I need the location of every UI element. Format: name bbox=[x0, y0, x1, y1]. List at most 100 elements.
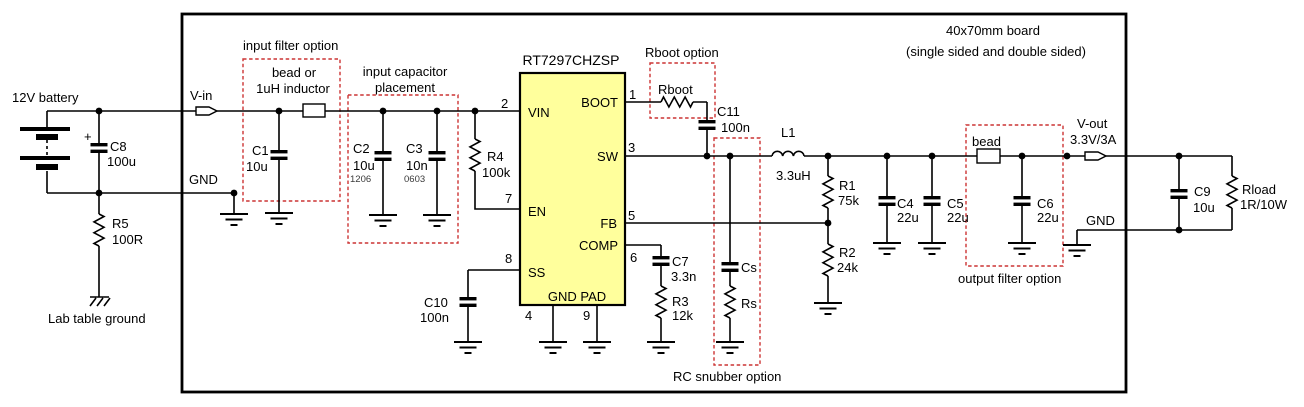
input-filter-option-title: input filter option bbox=[243, 38, 338, 53]
snubber-option-title: RC snubber option bbox=[673, 369, 781, 384]
c3-footprint: 0603 bbox=[404, 174, 425, 185]
c8-value: 100u bbox=[107, 154, 136, 169]
capacitor-c3 bbox=[428, 111, 446, 215]
ground-symbol bbox=[917, 242, 947, 255]
ic-pin8-num: 8 bbox=[505, 251, 512, 266]
capacitor-c4 bbox=[878, 156, 896, 243]
rc-snubber-option-box bbox=[713, 137, 761, 366]
ground-symbol bbox=[368, 214, 398, 227]
ic-pin-fb-label: FB bbox=[600, 216, 617, 231]
rboot-option-box bbox=[649, 62, 716, 119]
lab-ground-symbol bbox=[89, 296, 111, 307]
battery-symbol bbox=[20, 111, 70, 193]
ic-pin5-num: 5 bbox=[628, 208, 635, 223]
r5-ref: R5 bbox=[112, 216, 129, 231]
input-caps-title-2: placement bbox=[375, 80, 435, 95]
output-filter-option-title: output filter option bbox=[958, 271, 1061, 286]
ic-pin7-num: 7 bbox=[505, 191, 512, 206]
vout-port-label: V-out bbox=[1077, 116, 1108, 131]
battery-label: 12V battery bbox=[12, 90, 79, 105]
capacitor-c2 bbox=[374, 111, 392, 215]
ground-symbol bbox=[872, 242, 902, 255]
output-bead-label: bead bbox=[972, 134, 1001, 149]
r1-value: 75k bbox=[838, 193, 859, 208]
board-note-line1: 40x70mm board bbox=[946, 23, 1040, 38]
ic-pin4-num: 4 bbox=[525, 308, 532, 323]
ic-gnd-pad-label: GND PAD bbox=[548, 289, 606, 304]
c5-value: 22u bbox=[947, 210, 969, 225]
ground-symbol bbox=[1062, 244, 1092, 257]
l1-ref: L1 bbox=[781, 125, 795, 140]
c9-ref: C9 bbox=[1194, 184, 1211, 199]
resistor-r2 bbox=[822, 223, 834, 303]
ground-symbol bbox=[264, 212, 294, 225]
ic-rt7297-body bbox=[518, 71, 627, 307]
vin-port-arrow bbox=[195, 106, 219, 116]
c8-polarity: + bbox=[84, 129, 92, 144]
resistor-r1 bbox=[822, 156, 834, 223]
ic-part-number: RT7297CHZSP bbox=[522, 52, 619, 68]
output-bead-symbol bbox=[976, 148, 1001, 164]
ic-pin1-num: 1 bbox=[629, 87, 636, 102]
rs-ref: Rs bbox=[741, 296, 757, 311]
l1-value: 3.3uH bbox=[776, 168, 811, 183]
inductor-l1 bbox=[771, 150, 805, 157]
ground-symbol bbox=[538, 341, 568, 354]
input-capacitor-placement-box bbox=[347, 94, 459, 244]
resistor-r5 bbox=[93, 193, 105, 297]
r3-value: 12k bbox=[672, 308, 693, 323]
rboot-ref: Rboot bbox=[658, 82, 693, 97]
vin-port-label: V-in bbox=[190, 88, 212, 103]
c2-footprint: 1206 bbox=[350, 174, 371, 185]
input-filter-desc-2: 1uH inductor bbox=[256, 81, 330, 96]
c7-ref: C7 bbox=[672, 254, 689, 269]
ic-pin-vin-label: VIN bbox=[528, 105, 550, 120]
c11-ref: C11 bbox=[717, 104, 740, 119]
c10-ref: C10 bbox=[424, 295, 448, 310]
ic-pin9-num: 9 bbox=[583, 308, 590, 323]
r2-value: 24k bbox=[837, 260, 858, 275]
c6-value: 22u bbox=[1037, 210, 1059, 225]
ground-symbol bbox=[715, 341, 745, 354]
input-filter-desc-1: bead or bbox=[272, 65, 317, 80]
ic-pin-sw-label: SW bbox=[597, 149, 619, 164]
c10-value: 100n bbox=[420, 310, 449, 325]
board-outline bbox=[180, 12, 1128, 394]
input-bead-symbol bbox=[302, 103, 326, 118]
output-filter-option-box bbox=[965, 124, 1064, 267]
capacitor-c8 bbox=[90, 111, 108, 193]
ground-symbol bbox=[582, 341, 612, 354]
r3-ref: R3 bbox=[672, 294, 689, 309]
resistor-r4 bbox=[469, 111, 520, 210]
c2-ref: C2 bbox=[353, 141, 370, 156]
capacitor-c10 bbox=[459, 269, 520, 342]
r5-value: 100R bbox=[112, 232, 143, 247]
c6-ref: C6 bbox=[1037, 196, 1054, 211]
ic-pin-boot-label: BOOT bbox=[581, 95, 618, 110]
c5-ref: C5 bbox=[947, 196, 964, 211]
ground-symbol bbox=[453, 341, 483, 354]
ic-pin2-num: 2 bbox=[501, 96, 508, 111]
gnd-out-label: GND bbox=[1086, 213, 1115, 228]
c4-value: 22u bbox=[897, 210, 919, 225]
board-note-line2: (single sided and double sided) bbox=[906, 44, 1086, 59]
resistor-rs bbox=[724, 285, 736, 342]
c1-ref: C1 bbox=[252, 143, 269, 158]
cs-ref: Cs bbox=[741, 260, 757, 275]
c9-value: 10u bbox=[1193, 200, 1215, 215]
ic-pin-ss-label: SS bbox=[528, 265, 546, 280]
ic-pin-en-label: EN bbox=[528, 204, 546, 219]
input-caps-title-1: input capacitor bbox=[363, 64, 448, 79]
rload-ref: Rload bbox=[1242, 182, 1276, 197]
capacitor-cs bbox=[721, 156, 739, 286]
input-filter-option-box bbox=[242, 58, 341, 202]
lab-ground-label: Lab table ground bbox=[48, 311, 146, 326]
gnd-in-label: GND bbox=[189, 172, 218, 187]
c3-value: 10n bbox=[406, 158, 428, 173]
capacitor-c7 bbox=[625, 244, 670, 286]
r4-value: 100k bbox=[482, 165, 511, 180]
ic-pin-comp-label: COMP bbox=[579, 238, 618, 253]
capacitor-c9 bbox=[1170, 156, 1188, 230]
